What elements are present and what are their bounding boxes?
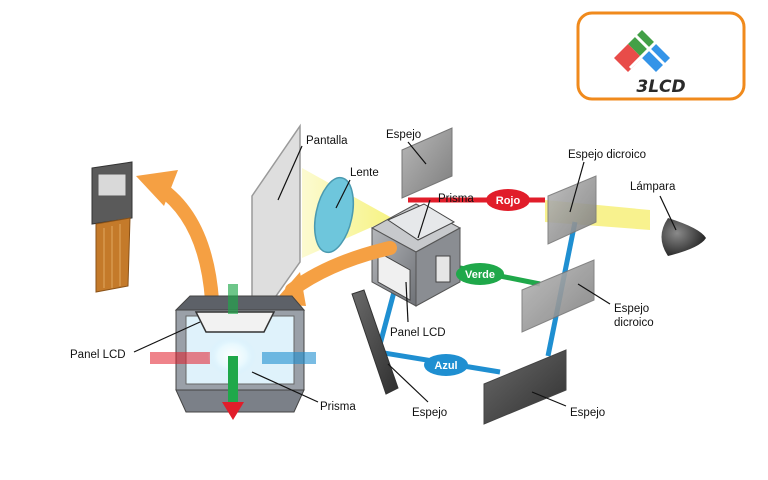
mirror-top (401, 127, 453, 199)
enlarged-green-input (228, 284, 238, 314)
label-espejo-dicroico-top: Espejo dicroico (568, 149, 646, 161)
dichroic-mirror-top (547, 175, 597, 245)
enlarged-lcd-panel (194, 311, 276, 333)
leader-panel-lcd-center (405, 281, 409, 323)
beam-badge-green: Verde (456, 263, 504, 285)
leader-prisma-center (417, 199, 431, 239)
leader-dicroico-right (577, 283, 611, 305)
label-espejo-dicroico-right-1: Espejo (614, 303, 649, 315)
output-arrow-icon (222, 402, 244, 420)
leader-lente (335, 179, 351, 209)
leader-espejo-top (407, 141, 427, 165)
leader-espejo-bottom-left (387, 363, 429, 403)
leader-lampara (659, 195, 677, 231)
label-espejo-dicroico-right-2: dicroico (614, 317, 654, 329)
beam-label-blue: Azul (434, 360, 457, 372)
logo-mark-icon (614, 28, 670, 72)
center-prism-top-panel (386, 203, 456, 241)
leader-panel-lcd-left (133, 321, 201, 353)
leader-dicroico-top (569, 161, 585, 213)
leader-espejo-bottom-right (531, 391, 567, 407)
leader-prisma-left (251, 371, 319, 403)
beam-label-red: Rojo (496, 195, 521, 207)
label-lampara: Lámpara (630, 181, 676, 193)
label-prisma-center: Prisma (438, 193, 474, 205)
label-prisma-left: Prisma (320, 401, 356, 413)
enlarged-blue-input (262, 352, 316, 364)
arrow-head-chip-icon (136, 170, 178, 206)
center-lcd-panel (377, 251, 411, 301)
label-panel-lcd-center: Panel LCD (390, 327, 446, 339)
lens-lente (313, 176, 355, 254)
beam-label-green: Verde (465, 269, 495, 281)
beam-badge-red: Rojo (486, 189, 530, 211)
enlarged-red-input (150, 352, 210, 364)
mirror-bottom-left (351, 289, 399, 395)
leader-pantalla (277, 145, 303, 201)
mirror-bottom-right (483, 349, 567, 425)
lcd-chip (91, 161, 133, 293)
beam-badge-blue: Azul (424, 354, 468, 376)
enlarged-prism (150, 284, 316, 420)
leader-lines (133, 141, 677, 407)
enlarged-output-shaft (228, 356, 238, 404)
lamp-lampara (661, 218, 706, 256)
label-pantalla: Pantalla (306, 135, 348, 147)
logo-text: 3LCD (636, 77, 685, 97)
label-espejo-bottom-right: Espejo (570, 407, 605, 419)
label-panel-lcd-left: Panel LCD (70, 349, 126, 361)
label-lente: Lente (350, 167, 379, 179)
label-espejo-top: Espejo (386, 129, 421, 141)
3lcd-logo: 3LCD (576, 11, 746, 101)
lcd-flex-cable (95, 217, 131, 293)
dichroic-mirror-right (521, 259, 595, 333)
label-espejo-bottom-left: Espejo (412, 407, 447, 419)
arrow-zoom-to-chip (153, 181, 219, 307)
